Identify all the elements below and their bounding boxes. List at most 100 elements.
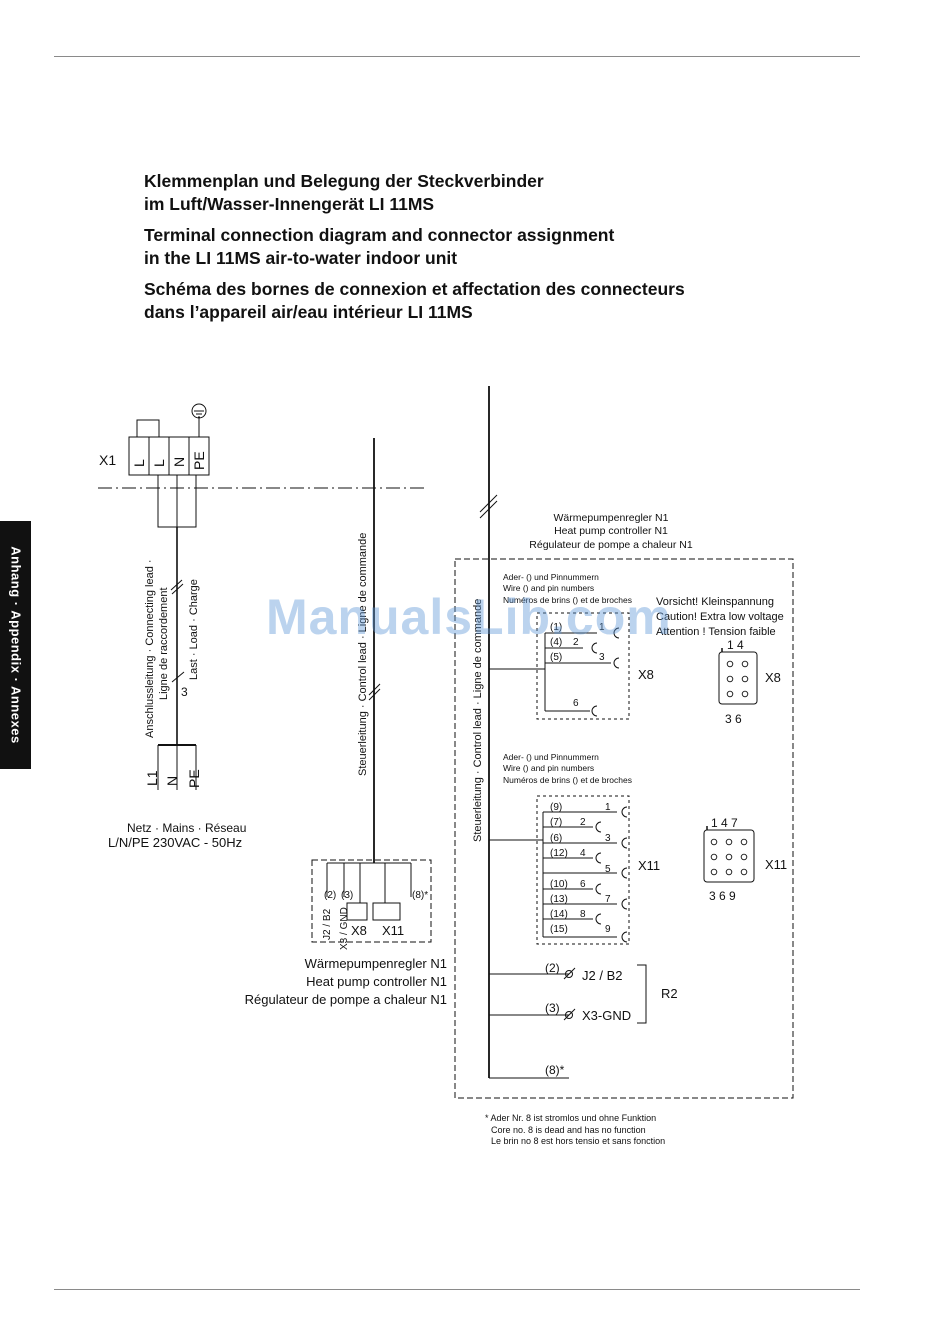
pin-sockets [591, 627, 628, 943]
load-label: Last · Load · Charge [188, 579, 200, 680]
mains-spec: L/N/PE 230VAC - 50Hz [108, 835, 242, 850]
x8-wire-4: (4) [550, 637, 562, 648]
connecting-lead-label-fr: Ligne de raccordement [158, 587, 170, 700]
mains-terminal-n: N [164, 776, 180, 786]
earth-symbol [191, 403, 207, 419]
left-terminal-j2-b2: J2 / B2 [322, 908, 333, 940]
x1-terminal-n: N [171, 457, 187, 467]
left-controller-box [311, 859, 432, 943]
x8-pin-3: 3 [599, 652, 605, 663]
x8-pin-1: 1 [599, 622, 605, 633]
right-controller-box [454, 558, 794, 1099]
footnote-fr: Le brin no 8 est hors tensio et sans fon… [491, 1136, 665, 1146]
r2-bracket [637, 964, 647, 1024]
mains-terminal-pe: PE [186, 769, 202, 788]
x8-connector-face [718, 651, 758, 705]
title-fr-line2: dans l’appareil air/eau intérieur LI 11M… [144, 301, 473, 322]
x11-pin-8: 8 [580, 909, 586, 920]
watermark: ManualsLib.com [266, 589, 672, 645]
x1-terminal-l2: L [151, 459, 167, 467]
x11-pin-9: 9 [605, 924, 611, 935]
x8-label: X8 [638, 667, 654, 682]
terminal-j2-b2 [565, 970, 573, 978]
x11-wire-9: (9) [550, 802, 562, 813]
left-terminal-x3-gnd: X3 / GND [339, 907, 350, 950]
x1-terminal-pe: PE [191, 451, 207, 470]
x8-wire-5: (5) [550, 652, 562, 663]
r2-terminal-x3-gnd: X3-GND [582, 1008, 631, 1023]
r2-wire-2: (2) [545, 961, 560, 975]
x8-warning-de: Vorsicht! Kleinspannung [656, 596, 774, 608]
x11-pin-7: 7 [605, 894, 611, 905]
x11-face-label: X11 [765, 857, 787, 872]
x11-wire-14: (14) [550, 909, 568, 920]
r2-wire-8: (8)* [545, 1063, 565, 1077]
x11-face-bottom-pins: 3 6 9 [709, 889, 736, 903]
r2-terminal-j2-b2: J2 / B2 [582, 968, 622, 983]
left-pin-3: (3) [341, 890, 353, 901]
x11-connector-face [703, 829, 755, 883]
right-controller-name-en: Heat pump controller N1 [554, 525, 668, 537]
terminal-x3-gnd [565, 1011, 573, 1019]
left-pin-8: (8)* [412, 890, 428, 901]
r2-wire-3: (3) [545, 1001, 560, 1015]
left-controller-name-fr: Régulateur de pompe a chaleur N1 [245, 992, 447, 1007]
x11-label: X11 [638, 858, 660, 873]
x11-legend-fr: Numéros de brins () et de broches [503, 775, 632, 785]
title-en-line2: in the LI 11MS air-to-water indoor unit [144, 247, 458, 268]
title-de-line2: im Luft/Wasser-Innengerät LI 11MS [144, 193, 435, 214]
x11-wire-12: (12) [550, 848, 568, 859]
left-pin-2: (2) [324, 890, 336, 901]
right-controller-name-fr: Régulateur de pompe a chaleur N1 [529, 539, 693, 551]
x8-legend-fr: Numéros de brins () et de broches [503, 595, 632, 605]
mains-label: Netz · Mains · Réseau [127, 821, 246, 835]
left-controller-name-de: Wärmepumpenregler N1 [305, 956, 447, 971]
x11-pin-2: 2 [580, 817, 586, 828]
x1-terminal-l1: L [131, 459, 147, 467]
x8-legend-en: Wire () and pin numbers [503, 583, 594, 593]
x11-pin-5: 5 [605, 864, 611, 875]
title-fr-line1: Schéma des bornes de connexion et affect… [144, 279, 685, 299]
x11-wire-15: (15) [550, 924, 568, 935]
x11-wire-6: (6) [550, 833, 562, 844]
control-lead-label-right: Steuerleitung · Control lead · Ligne de … [472, 599, 484, 842]
control-lead-label-middle: Steuerleitung · Control lead · Ligne de … [357, 533, 369, 776]
x11-legend-en: Wire () and pin numbers [503, 763, 594, 773]
x11-legend-de: Ader- () und Pinnummern [503, 752, 599, 762]
footnote-de: * Ader Nr. 8 ist stromlos und ohne Funkt… [485, 1113, 656, 1123]
left-controller-name-en: Heat pump controller N1 [306, 974, 447, 989]
x1-jumper [136, 419, 160, 438]
r2-label: R2 [661, 986, 678, 1001]
wire-count: 3 [181, 685, 188, 699]
right-controller-name-de: Wärmepumpenregler N1 [554, 512, 669, 524]
left-x11-block [372, 902, 401, 921]
left-x8-label: X8 [351, 923, 367, 938]
x11-pin-4: 4 [580, 848, 586, 859]
footnote-en: Core no. 8 is dead and has no function [491, 1125, 646, 1135]
mains-terminal-l1: L1 [144, 770, 160, 786]
title-en-line1: Terminal connection diagram and connecto… [144, 225, 615, 245]
x11-pin-6: 6 [580, 879, 586, 890]
x8-face-label: X8 [765, 670, 781, 685]
x8-face-bottom-pins: 3 6 [725, 712, 742, 726]
x1-label: X1 [99, 452, 116, 468]
title-de-line1: Klemmenplan und Belegung der Steckverbin… [144, 171, 544, 191]
x8-warning-en: Caution! Extra low voltage [656, 611, 784, 623]
x11-wire-7: (7) [550, 817, 562, 828]
connecting-lead-label: Anschlussleitung · Connecting lead · [144, 559, 156, 738]
x8-pin-2: 2 [573, 637, 579, 648]
x11-pin-3: 3 [605, 833, 611, 844]
x8-warning-fr: Attention ! Tension faible [656, 626, 776, 638]
top-rule [54, 56, 860, 57]
x8-wire-1: (1) [550, 622, 562, 633]
x11-face-top-pins: 1 4 7 [711, 816, 738, 830]
x11-wire-13: (13) [550, 894, 568, 905]
section-side-tab: Anhang · Appendix · Annexes [0, 521, 31, 769]
x8-face-top-pins: 1 4 [727, 638, 744, 652]
left-x11-label: X11 [382, 923, 404, 938]
x8-legend-de: Ader- () und Pinnummern [503, 572, 599, 582]
x8-pin-6: 6 [573, 698, 579, 709]
x11-wire-10: (10) [550, 879, 568, 890]
x11-pin-1: 1 [605, 802, 611, 813]
